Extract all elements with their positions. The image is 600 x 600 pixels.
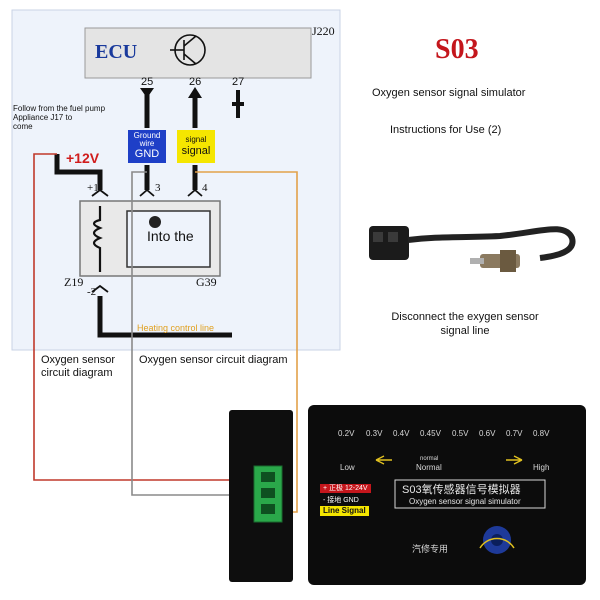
scale-normal-cn: normal [420, 456, 439, 462]
scale-0v7: 0.7V [506, 429, 523, 438]
pin-27-loop [232, 90, 244, 118]
pin-1-label: +1 [87, 182, 99, 194]
pin-26-label: 26 [189, 76, 202, 88]
scale-0v4: 0.4V [393, 429, 410, 438]
disconnect-note: Disconnect the exygen sensor signal line [391, 311, 539, 337]
product-subtitle: Oxygen sensor signal simulator [372, 87, 526, 99]
pin-3-label: 3 [155, 182, 161, 194]
transistor-icon [170, 34, 206, 66]
z19-label: Z19 [64, 275, 84, 289]
ecu-box [84, 27, 312, 79]
heating-control-label: Heating control line [137, 323, 215, 333]
pin-4-label: 4 [202, 182, 208, 194]
arrow-down-icon [140, 88, 154, 98]
device-footer-cn: 汽修专用 [412, 544, 449, 554]
scale-normal: Normal [416, 463, 442, 472]
signal-label: signal signal [177, 130, 215, 163]
scale-0v45: 0.45V [420, 429, 441, 438]
heater-coil-icon [92, 206, 103, 272]
product-model: S03 [435, 34, 479, 65]
caption-left: Oxygen sensor circuit diagram [41, 354, 115, 379]
scale-0v3: 0.3V [366, 429, 383, 438]
instructions-label: Instructions for Use (2) [390, 124, 502, 136]
ecu-ref: J220 [312, 24, 335, 38]
pin-2-label: -2 [87, 286, 97, 298]
oxygen-sensor-photo [369, 226, 576, 272]
scale-0v8: 0.8V [533, 429, 550, 438]
device-title-en: Oxygen sensor signal simulator [409, 497, 521, 506]
device-title-cn: S03氧传感器信号模拟器 [402, 484, 521, 496]
scale-0v6: 0.6V [479, 429, 496, 438]
scale-low: Low [340, 463, 355, 472]
wire-red [33, 153, 258, 481]
ecu-label: ECU [95, 41, 138, 63]
ground-wire-label: Ground wire GND [128, 130, 166, 163]
scale-0v5: 0.5V [452, 429, 469, 438]
sensor-element [126, 210, 211, 268]
wire-supply-12v [54, 154, 103, 190]
label-plate [394, 479, 546, 509]
sensor-text: Into the [147, 228, 194, 244]
supply-label: +12V [66, 150, 100, 166]
wire-heating [97, 296, 232, 338]
scale-high: High [533, 463, 550, 472]
scale-0v2: 0.2V [338, 429, 355, 438]
line-signal-label: Line Signal [320, 506, 369, 516]
pin-27-label: 27 [232, 76, 245, 88]
fuel-pump-note: Follow from the fuel pump Appliance J17 … [13, 104, 106, 131]
wire-gray [131, 171, 258, 496]
simulator-device [308, 405, 586, 585]
caption-center: Oxygen sensor circuit diagram [139, 354, 288, 366]
positive-terminal-label: + 正极 12-24V [320, 484, 371, 493]
voltage-scale: 0.2V 0.3V 0.4V 0.45V 0.5V 0.6V 0.7V 0.8V [330, 430, 570, 442]
sensor-dot [149, 216, 161, 228]
arrow-up-icon [188, 87, 202, 98]
gnd-terminal-label: - 接地 GND [323, 497, 359, 504]
pin-25-label: 25 [141, 76, 154, 88]
g39-label: G39 [196, 275, 217, 289]
